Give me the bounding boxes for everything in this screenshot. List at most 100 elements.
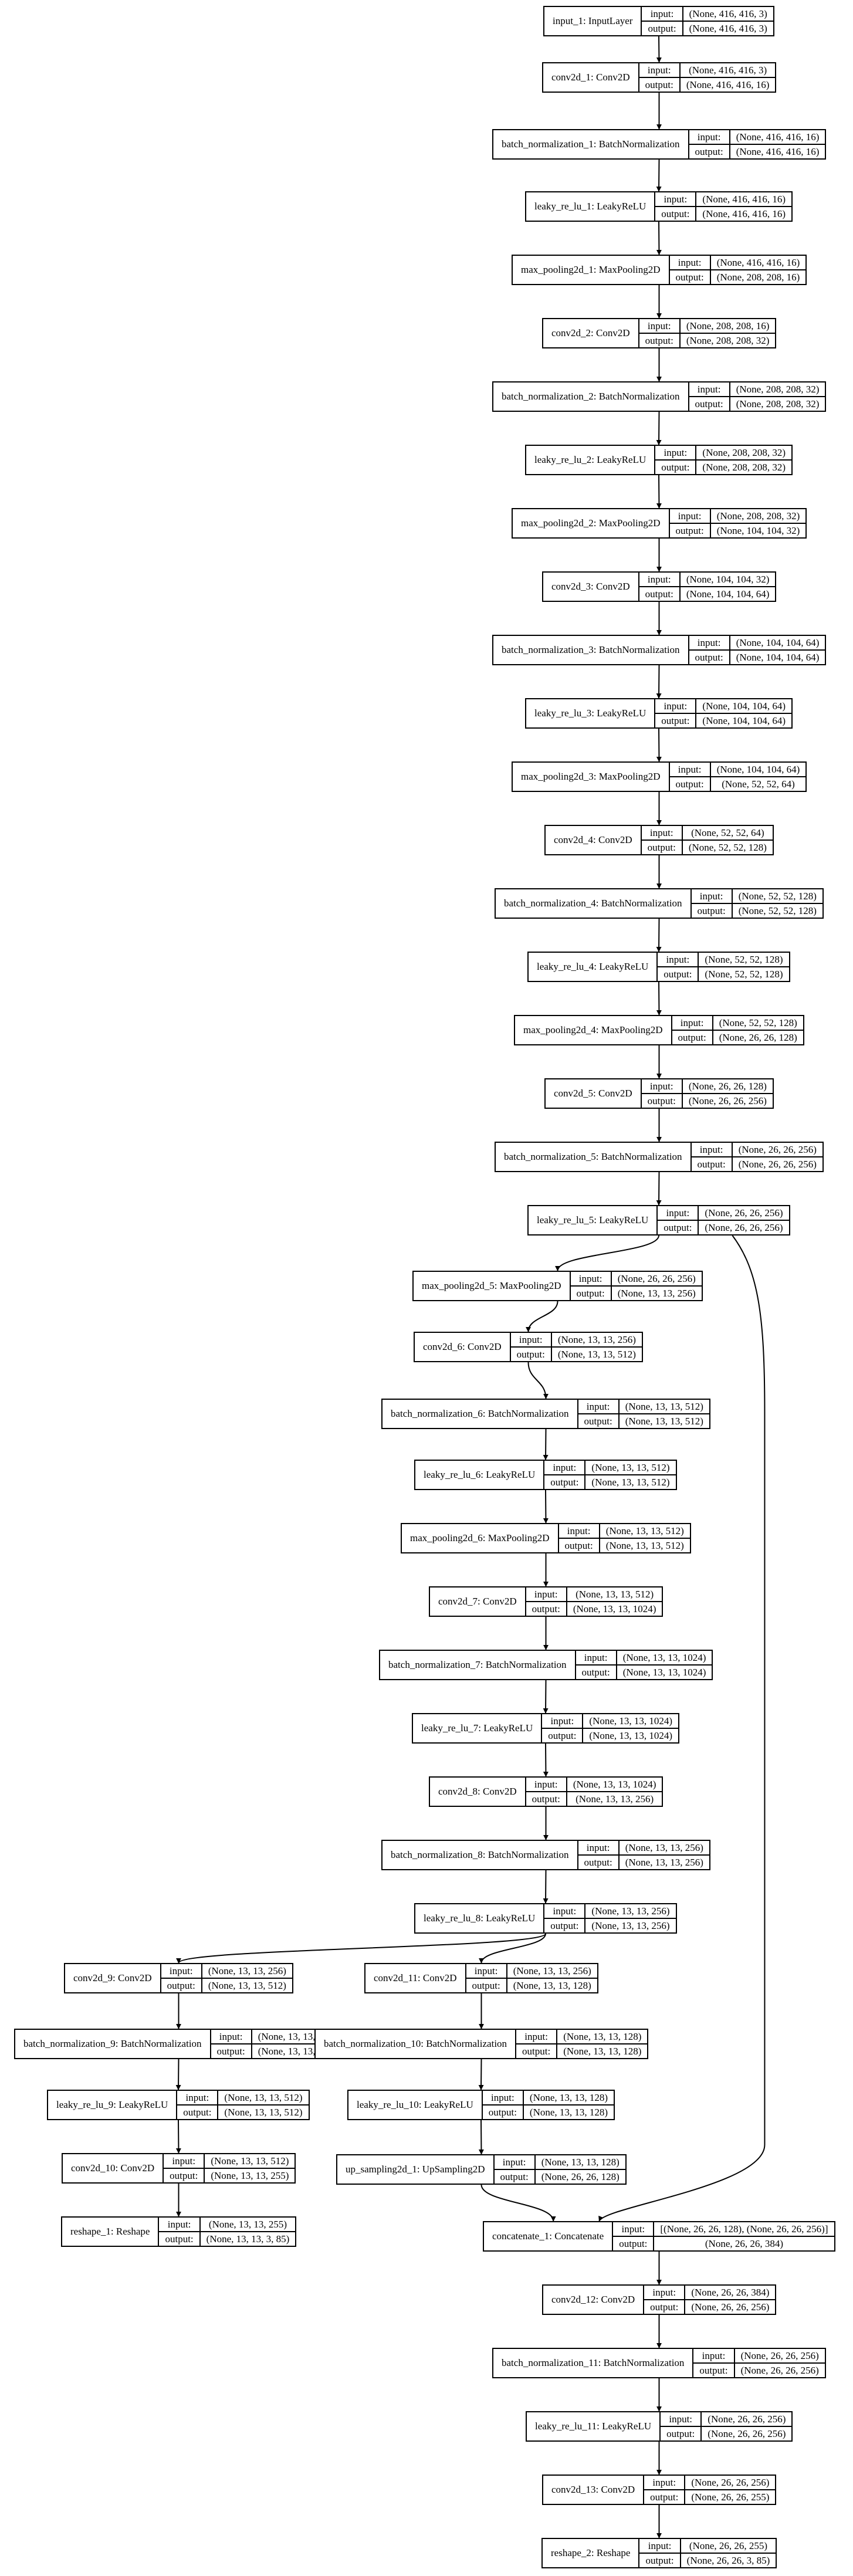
layer-name: conv2d_6: Conv2D [415, 1333, 511, 1361]
layer-node-batch-normalization-6: batch_normalization_6: BatchNormalizatio… [381, 1399, 710, 1429]
io-labels: input:output: [639, 2539, 681, 2567]
input-shape: (None, 208, 208, 32) [696, 446, 792, 461]
output-label: output: [645, 2554, 674, 2566]
io-labels: input:output: [570, 1272, 612, 1300]
io-labels: input:output: [639, 319, 681, 347]
layer-name: max_pooling2d_5: MaxPooling2D [414, 1272, 571, 1300]
io-labels: input:output: [672, 1016, 713, 1044]
input-label: input: [159, 2218, 199, 2232]
input-label: input: [669, 763, 710, 777]
input-shape: (None, 13, 13, 128) [523, 2091, 614, 2106]
io-labels: input:output: [691, 1143, 733, 1171]
io-shapes: (None, 416, 416, 16)(None, 416, 416, 16) [696, 192, 792, 221]
io-shapes: (None, 13, 13, 512)(None, 13, 13, 512) [585, 1461, 676, 1489]
input-label: input: [161, 1964, 201, 1979]
input-shape: (None, 13, 13, 256) [619, 1841, 709, 1856]
output-label: output: [645, 334, 673, 346]
io-shapes: [(None, 26, 26, 128), (None, 26, 26, 256… [654, 2222, 834, 2250]
io-labels: input:output: [691, 889, 733, 918]
output-label: output: [650, 2301, 679, 2313]
layer-name: max_pooling2d_3: MaxPooling2D [513, 763, 670, 791]
input-label: input: [570, 1272, 611, 1287]
output-label: output: [167, 1979, 195, 1991]
output-shape: (None, 13, 13, 512) [625, 1415, 703, 1427]
output-shape: (None, 104, 104, 64) [736, 651, 820, 663]
output-label: output: [695, 398, 723, 409]
input-shape: (None, 416, 416, 3) [680, 63, 776, 78]
output-label: output: [488, 2106, 517, 2118]
layer-name: leaky_re_lu_5: LeakyReLU [529, 1206, 658, 1234]
layer-name: leaky_re_lu_8: LeakyReLU [415, 1904, 545, 1932]
io-labels: input:output: [658, 1206, 699, 1234]
output-label: output: [532, 1793, 560, 1805]
layer-name: conv2d_9: Conv2D [65, 1964, 161, 1992]
output-shape: (None, 26, 26, 256) [705, 1221, 783, 1233]
layer-node-batch-normalization-2: batch_normalization_2: BatchNormalizatio… [492, 381, 827, 412]
output-label: output: [648, 22, 676, 34]
layer-name: reshape_2: Reshape [543, 2539, 640, 2567]
io-labels: input:output: [669, 763, 711, 791]
input-shape: (None, 13, 13, 512) [619, 1400, 709, 1414]
io-shapes: (None, 104, 104, 64)(None, 104, 104, 64) [696, 699, 792, 727]
input-label: input: [639, 2539, 680, 2554]
output-label: output: [619, 2238, 648, 2249]
io-labels: input:output: [544, 1461, 586, 1489]
output-label: output: [516, 1348, 545, 1360]
layer-name: max_pooling2d_2: MaxPooling2D [513, 509, 670, 537]
output-shape: (None, 13, 13, 128) [563, 2045, 642, 2057]
layer-name: conv2d_3: Conv2D [543, 573, 639, 601]
io-shapes: (None, 104, 104, 32)(None, 104, 104, 64) [680, 573, 776, 601]
io-labels: input:output: [669, 509, 711, 537]
output-label: output: [661, 715, 690, 726]
io-labels: input:output: [644, 2286, 686, 2314]
output-shape: (None, 13, 13, 512) [591, 1476, 670, 1488]
layer-name: batch_normalization_1: BatchNormalizatio… [493, 130, 689, 158]
io-shapes: (None, 416, 416, 3)(None, 416, 416, 16) [680, 63, 776, 92]
layer-name: conv2d_4: Conv2D [546, 826, 642, 854]
layer-name: leaky_re_lu_7: LeakyReLU [413, 1714, 543, 1742]
layer-name: conv2d_8: Conv2D [430, 1778, 526, 1806]
layer-name: concatenate_1: Concatenate [484, 2222, 614, 2250]
output-shape: (None, 13, 13, 256) [625, 1856, 703, 1868]
layer-name: leaky_re_lu_1: LeakyReLU [526, 192, 656, 221]
layer-name: batch_normalization_11: BatchNormalizati… [493, 2349, 694, 2377]
layer-name: leaky_re_lu_10: LeakyReLU [348, 2091, 483, 2119]
output-label: output: [550, 1476, 579, 1488]
input-shape: (None, 416, 416, 16) [730, 130, 825, 145]
input-shape: (None, 26, 26, 256) [732, 1143, 822, 1157]
io-shapes: (None, 104, 104, 64)(None, 52, 52, 64) [710, 763, 806, 791]
io-shapes: (None, 13, 13, 1024)(None, 13, 13, 256) [567, 1778, 662, 1806]
input-shape: (None, 208, 208, 32) [710, 509, 806, 524]
output-shape: (None, 26, 26, 128) [719, 1031, 797, 1043]
output-label: output: [532, 1603, 560, 1614]
input-label: input: [669, 256, 710, 270]
output-label: output: [666, 2428, 695, 2439]
input-label: input: [644, 2476, 685, 2490]
input-shape: (None, 26, 26, 256) [611, 1272, 702, 1287]
input-shape: (None, 26, 26, 256) [685, 2476, 776, 2490]
layer-name: conv2d_13: Conv2D [543, 2476, 645, 2504]
output-label: output: [170, 2169, 198, 2181]
layer-name: conv2d_7: Conv2D [430, 1587, 526, 1616]
output-shape: (None, 13, 13, 1024) [622, 1666, 706, 1678]
edge-max-pooling2d-5-to-conv2d-6 [526, 1301, 558, 1332]
edge-leaky-re-lu-10-to-up-sampling2d-1 [478, 2120, 484, 2155]
io-shapes: (None, 13, 13, 256)(None, 13, 13, 256) [585, 1904, 676, 1932]
input-shape: (None, 26, 26, 384) [685, 2286, 776, 2300]
input-label: input: [639, 573, 679, 587]
io-labels: input:output: [576, 1651, 617, 1679]
input-shape: (None, 416, 416, 16) [696, 192, 792, 207]
output-label: output: [661, 461, 690, 473]
input-label: input: [661, 2412, 701, 2427]
